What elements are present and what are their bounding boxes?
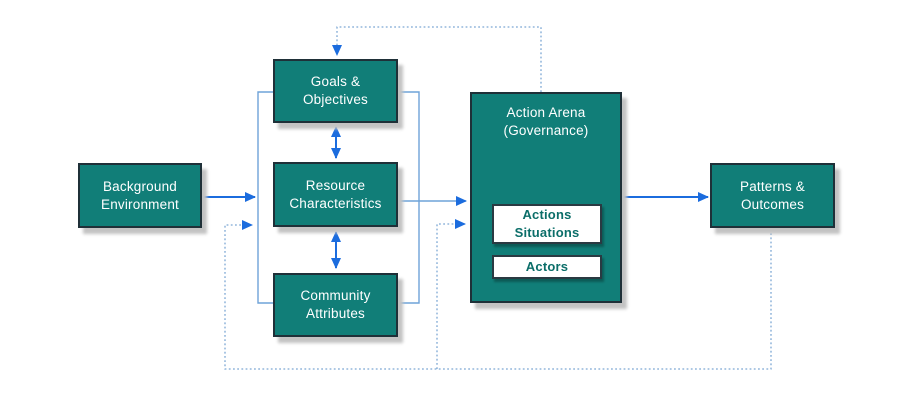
node-actors: Actors — [492, 255, 602, 279]
edge-right-bracket — [398, 91, 420, 304]
node-actions-situations: Actions Situations — [492, 204, 602, 244]
node-resource-characteristics: Resource Characteristics — [273, 162, 398, 227]
node-patterns-outcomes: Patterns & Outcomes — [710, 163, 835, 228]
node-patterns-outcomes-label: Patterns & Outcomes — [739, 178, 806, 212]
node-actors-label: Actors — [525, 259, 569, 275]
node-actions-situations-label: Actions Situations — [514, 207, 580, 240]
node-background-environment-label: Background Environment — [101, 178, 179, 212]
node-community-attributes-label: Community Attributes — [300, 288, 371, 321]
edge-left-bracket — [257, 91, 273, 304]
node-goals-objectives: Goals & Objectives — [273, 59, 398, 123]
node-community-attributes: Community Attributes — [273, 273, 398, 337]
node-background-environment: Background Environment — [78, 163, 202, 228]
node-goals-objectives-label: Goals & Objectives — [302, 74, 369, 107]
node-resource-characteristics-label: Resource Characteristics — [289, 177, 382, 211]
node-action-arena-label: Action Arena (Governance) — [503, 105, 589, 138]
edge-patterns-to-action-arena-feedback — [436, 219, 466, 369]
node-action-arena: Action Arena (Governance) Actions Situat… — [470, 92, 622, 303]
